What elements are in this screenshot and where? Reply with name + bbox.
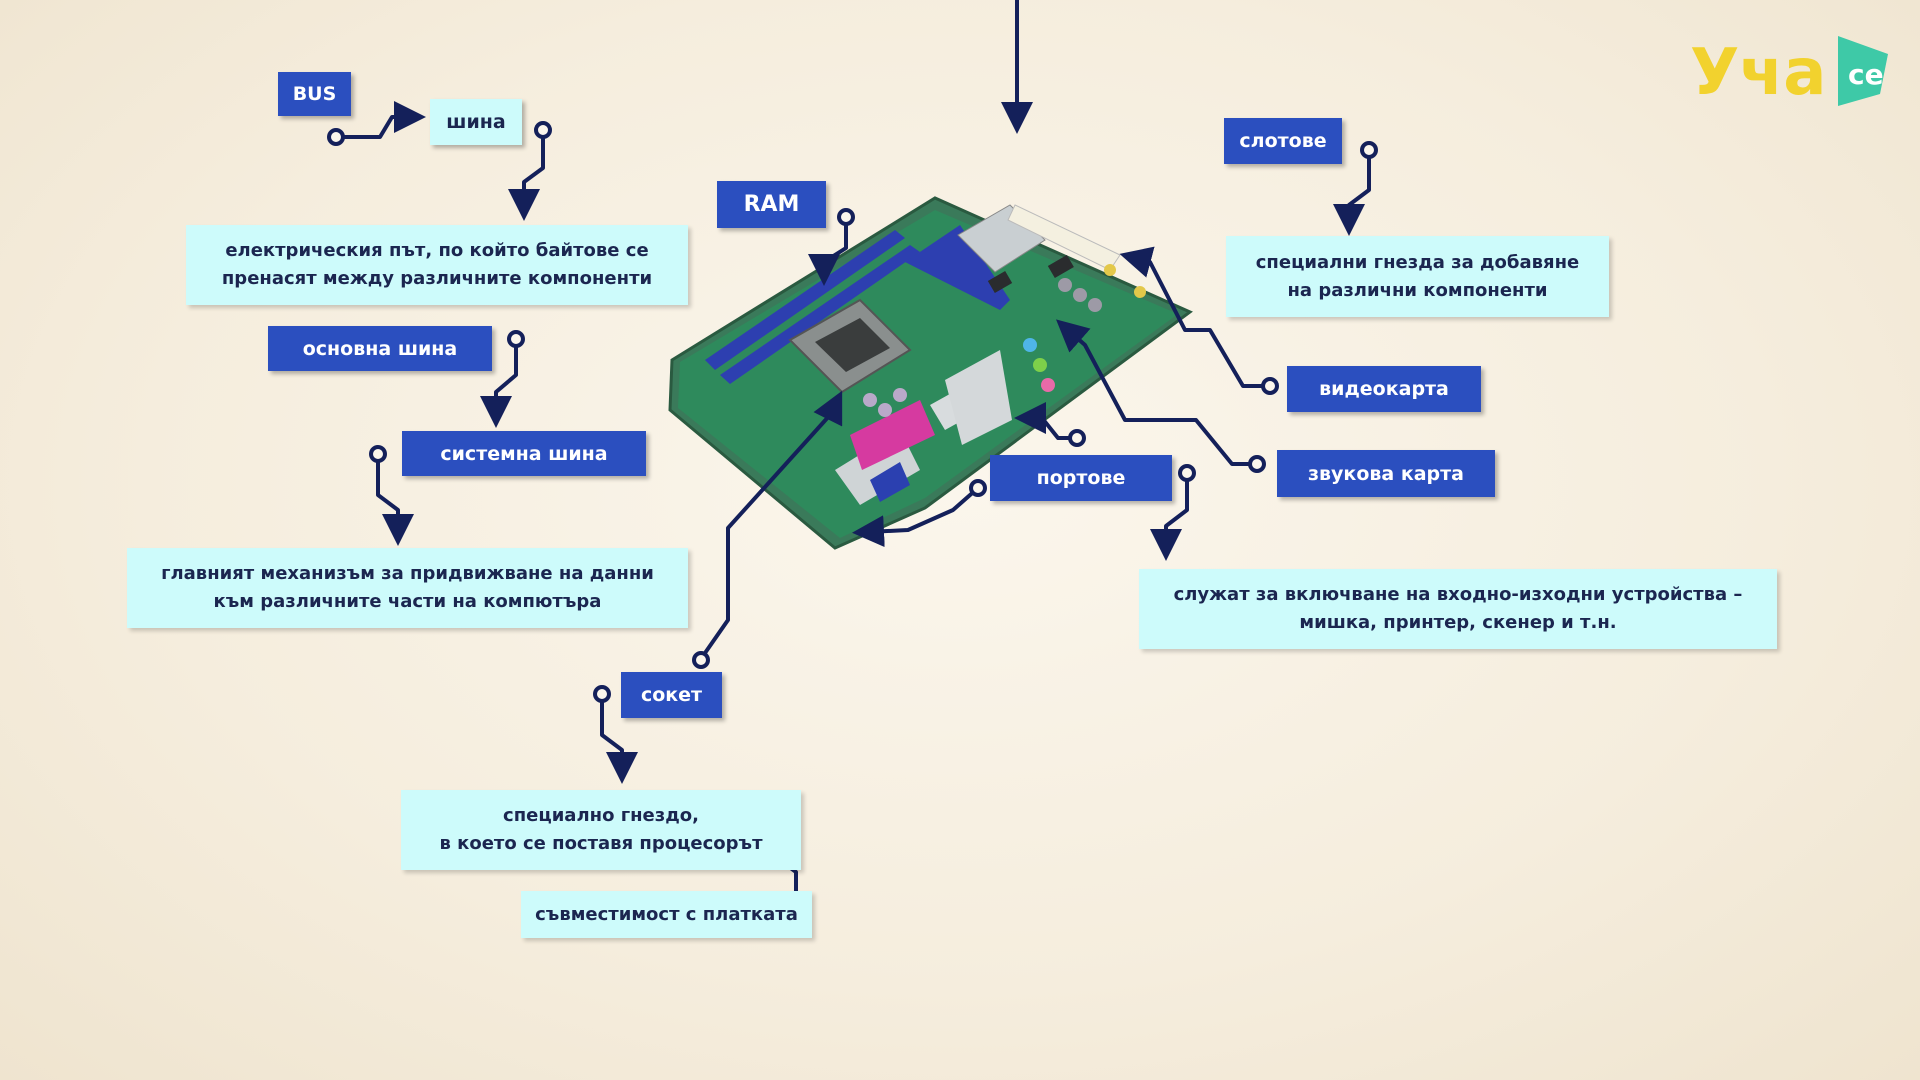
logo-graphic: Уча се [1690, 36, 1888, 110]
shina-label: шина [430, 99, 522, 145]
socket-compatibility-note: съвместимост с платката [521, 891, 812, 938]
ram-label: RAM [717, 181, 826, 228]
zvukova-karta-label: звукова карта [1277, 450, 1495, 497]
soket-label: сокет [621, 672, 722, 718]
bus-label: BUS [278, 72, 351, 116]
bus-description: електрическия път, по който байтове се п… [186, 225, 688, 305]
slotove-label: слотове [1224, 118, 1342, 164]
slots-description: специални гнезда за добавяне на различни… [1226, 236, 1609, 317]
brand-logo: Уча се [1688, 24, 1898, 110]
logo-badge-icon [1838, 36, 1888, 106]
sistemna-shina-label: системна шина [402, 431, 646, 476]
portove-label: портове [990, 455, 1172, 501]
system-bus-description: главният механизъм за придвижване на дан… [127, 548, 688, 628]
ports-description: служат за включване на входно-изходни ус… [1139, 569, 1777, 649]
socket-description: специално гнездо, в което се поставя про… [401, 790, 801, 870]
videokarta-label: видеокарта [1287, 366, 1481, 412]
logo-text: Уча [1690, 36, 1826, 109]
osnovna-shina-label: основна шина [268, 326, 492, 371]
logo-badge-text: се [1848, 58, 1884, 91]
